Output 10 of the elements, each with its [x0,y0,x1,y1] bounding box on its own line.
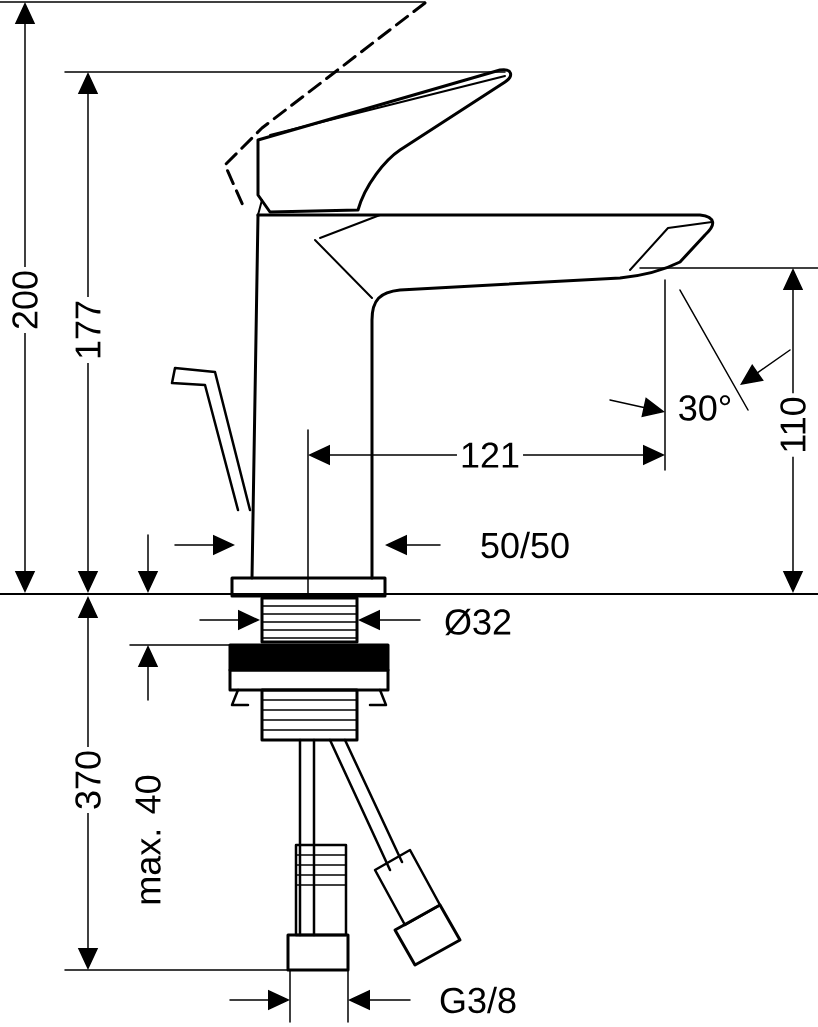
dimension-label: G3/8 [435,983,520,1017]
dimension-label: 177 [72,296,104,364]
dimension-label: Ø32 [441,605,515,639]
dimension-label: max. 40 [132,771,164,909]
dimension-label: 370 [72,746,104,814]
dimension-label: 200 [9,267,41,334]
dimension-label: 30° [674,392,736,424]
dimension-label: 110 [777,393,809,457]
dimension-label: 50/50 [476,528,574,562]
dimension-label: 121 [456,439,524,471]
